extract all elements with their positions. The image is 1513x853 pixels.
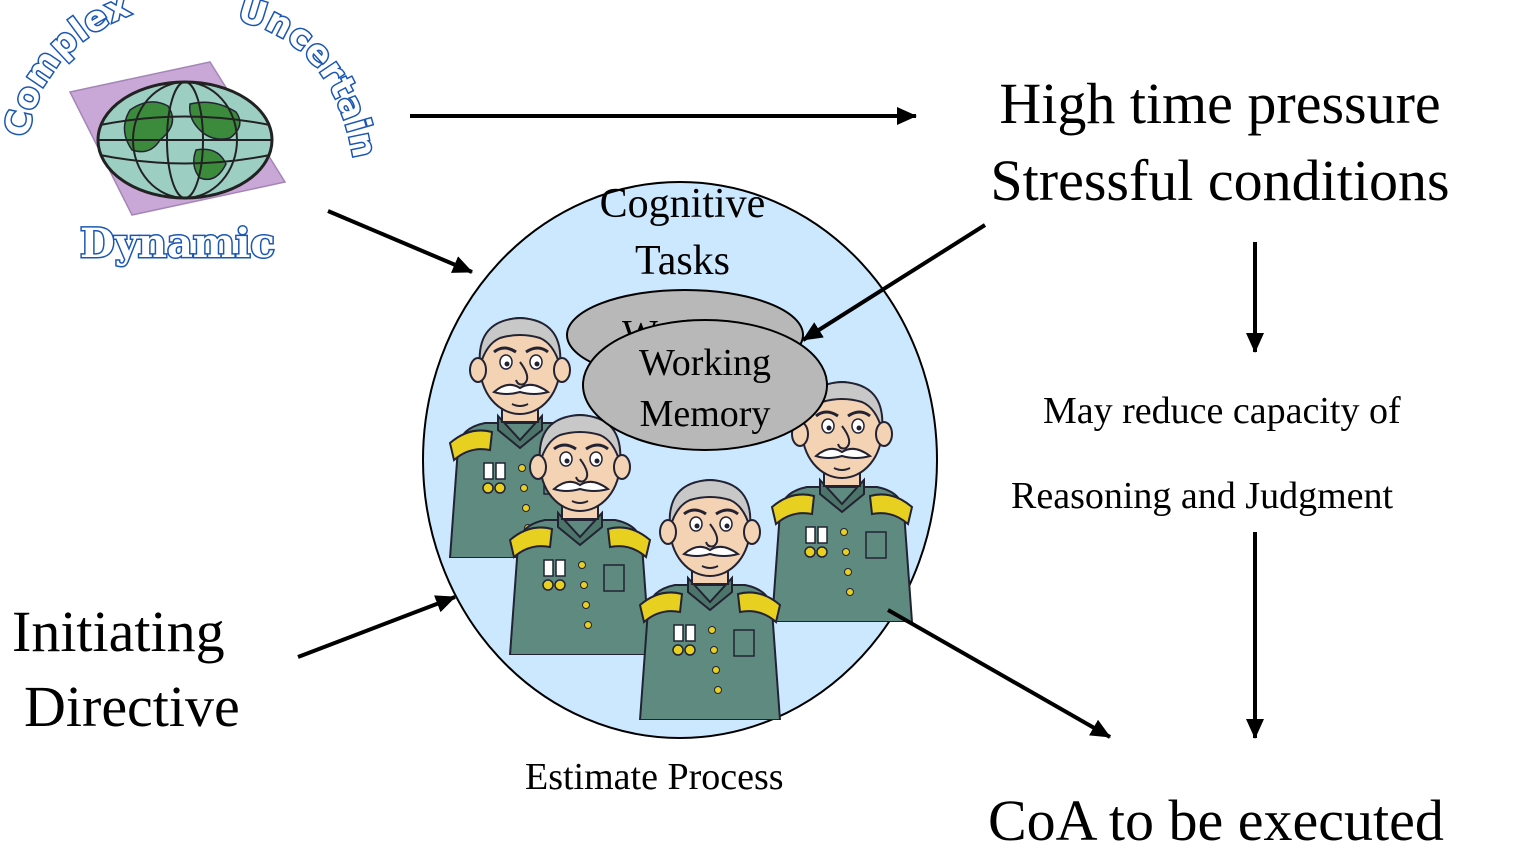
initiating-line-1: Initiating: [12, 599, 225, 664]
effect-line-1: May reduce capacity of: [1043, 390, 1401, 432]
arrow-process-to-outcome: [887, 608, 1111, 739]
cognitive-tasks-line-2: Tasks: [634, 238, 731, 284]
arrow-directive-to-process: [297, 595, 456, 659]
estimate-process-label: Estimate Process: [525, 756, 784, 798]
outcome-label: CoA to be executed: [988, 788, 1444, 853]
pressure-line-2: Stressful conditions: [990, 148, 1450, 213]
globe-group: Complex Uncertain Dynamic: [0, 0, 385, 269]
arrow-globe-to-process: [327, 209, 473, 274]
globe-icon: [96, 80, 274, 200]
working-memory-label-2: Memory: [639, 393, 771, 435]
pressure-line-1: High time pressure: [999, 71, 1441, 136]
working-memory-ellipse: [582, 319, 828, 451]
working-memory-label-1: Working: [638, 342, 772, 384]
arrow-pressure-to-memory: [801, 223, 987, 342]
initiating-line-2: Directive: [24, 674, 240, 739]
cognitive-tasks-line-1: Cognitive: [599, 181, 766, 227]
globe-label-dynamic: Dynamic: [80, 220, 275, 267]
effect-line-2: Reasoning and Judgment: [1011, 475, 1394, 517]
